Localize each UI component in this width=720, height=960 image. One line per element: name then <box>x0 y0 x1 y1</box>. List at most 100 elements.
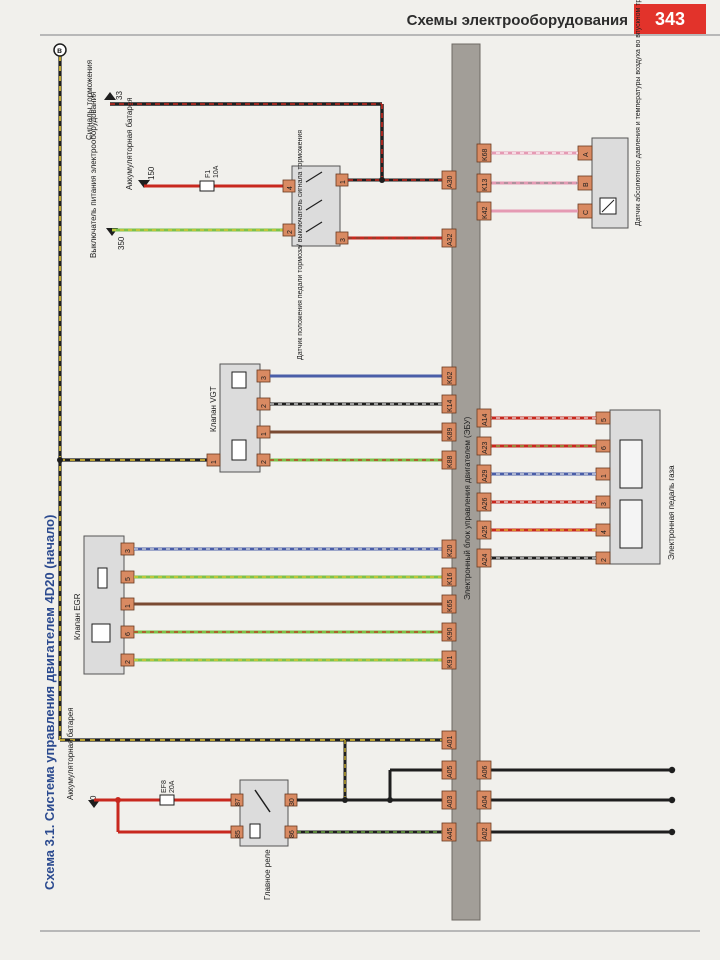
main-relay-pin-85: 85 <box>235 830 242 838</box>
ignition-switch-terminal: 350 <box>117 236 126 250</box>
brake-signals-label: Сигналы торможения <box>85 60 94 140</box>
ecu-pin-a06: A06 <box>482 765 489 778</box>
ground-marker: в <box>57 46 62 55</box>
egr-valve: Клапан EGR <box>73 535 125 675</box>
vgt-pin-3: 3 <box>261 376 268 380</box>
ecu-pin-a05: A05 <box>447 765 454 778</box>
throttle-pin-5: 5 <box>601 418 608 422</box>
ecu-pin-a04: A04 <box>482 795 489 808</box>
battery-mid-arrow <box>138 180 150 188</box>
throttle-pedal: Электронная педаль газа <box>609 409 676 565</box>
map-pin-c: C <box>583 210 590 215</box>
vgt-valve: Клапан VGT <box>209 363 261 473</box>
ecu-pin-k14: K14 <box>447 399 454 412</box>
brake-signals: Сигналы торможения 33 <box>85 60 124 140</box>
fuse-ef8-name: EF8 <box>161 780 168 793</box>
ecu-pin-k65: K65 <box>447 599 454 612</box>
brake-signals-terminal: 33 <box>115 91 124 100</box>
ecu-pin-a23: A23 <box>482 441 489 454</box>
ecu-pin-k20: K20 <box>447 544 454 557</box>
ecu-pin-a14: A14 <box>482 413 489 426</box>
ecu-pin-k89: K89 <box>447 427 454 440</box>
ecu-pin-k90: K90 <box>447 627 454 640</box>
ecu-pin-a24: A24 <box>482 553 489 566</box>
scheme-title: Схема 3.1. Система управления двигателем… <box>42 515 57 890</box>
ecu-pin-a03: A03 <box>447 795 454 808</box>
ecu-pin-a30: A30 <box>447 175 454 188</box>
ecu-pin-a26: A26 <box>482 497 489 510</box>
egr-pins: 3 5 1 6 2 <box>120 542 135 667</box>
map-pin-b: B <box>583 182 590 187</box>
page-number: 343 <box>634 4 706 34</box>
pedal-position-sensor: 4 2 1 3 Датчик положения педали тормоза/… <box>282 130 349 360</box>
pedal-position-label: Датчик положения педали тормоза/ выключа… <box>297 130 304 360</box>
egr-valve-label: Клапан EGR <box>73 593 82 640</box>
vgt-pins: 3 2 1 1 2 <box>206 369 271 467</box>
main-relay: 87 85 30 86 Главное реле <box>230 779 298 900</box>
vgt-pin-2b: 2 <box>261 460 268 464</box>
pedal-pos-pin-2: 2 <box>287 230 294 234</box>
fuse-f1-icon: F1 10A <box>199 165 220 192</box>
vgt-pin-2: 2 <box>261 404 268 408</box>
ecu-pin-a45: A45 <box>447 827 454 840</box>
bottom-rule <box>40 930 700 932</box>
battery-mid: Аккумуляторная батарея 150 <box>125 97 156 190</box>
battery-terminal-arrow <box>88 800 100 808</box>
battery-mid-label: Аккумуляторная батарея <box>125 97 134 190</box>
egr-pin-3: 3 <box>125 549 132 553</box>
map-sensor-label: Датчик абсолютного давления и температур… <box>634 0 642 226</box>
ecu-label: Электронный блок управления двигателем (… <box>463 416 472 600</box>
page-header: Схемы электрооборудования 343 <box>40 4 720 36</box>
battery-mid-terminal: 150 <box>147 166 156 180</box>
pedal-pos-pin-1: 1 <box>340 180 347 184</box>
throttle-pin-3: 3 <box>601 502 608 506</box>
brake-signal-arrow <box>104 92 116 100</box>
ground-bus: в <box>53 43 450 742</box>
vgt-pin-1b: 1 <box>211 460 218 464</box>
throttle-pin-2: 2 <box>601 558 608 562</box>
map-sensor: A B C Датчик абсолютного давления и темп… <box>577 0 642 229</box>
ecu-pin-a25: A25 <box>482 525 489 538</box>
ecu-pin-k13: K13 <box>482 178 489 191</box>
ecu-pin-k62: K62 <box>447 371 454 384</box>
ignition-switch: Выключатель питания электрооборудования … <box>89 92 126 258</box>
battery-top-label: Аккумуляторная батарея <box>66 707 75 800</box>
ignition-switch-label: Выключатель питания электрооборудования <box>89 92 98 258</box>
ecu-pins-left: A45 A03 A05 A01 K91 K90 K65 K16 K20 K88 … <box>441 170 457 842</box>
ecu-pin-a32: A32 <box>447 233 454 246</box>
fuse-f1-name: F1 <box>205 170 212 178</box>
throttle-pin-4: 4 <box>601 530 608 534</box>
ecu-pin-k91: K91 <box>447 655 454 668</box>
throttle-pins: 5 6 1 3 4 2 <box>595 411 611 565</box>
ecu-pin-k88: K88 <box>447 455 454 468</box>
header-title: Схемы электрооборудования <box>406 12 628 29</box>
ground-marker-circle <box>53 43 67 57</box>
throttle-pedal-label: Электронная педаль газа <box>667 465 676 560</box>
ecu-pin-a29: A29 <box>482 469 489 482</box>
battery-top-terminal: 0 <box>89 795 98 800</box>
egr-pin-2: 2 <box>125 660 132 664</box>
battery-top: Аккумуляторная батарея 0 <box>66 707 100 808</box>
throttle-pin-6: 6 <box>601 446 608 450</box>
main-relay-pin-30: 30 <box>289 798 296 806</box>
fuse-ef8-icon: EF8 20A <box>159 780 176 806</box>
main-relay-pin-86: 86 <box>289 830 296 838</box>
ecu-pins-right: A02 A04 A06 A24 A25 A26 A29 A23 A14 K42 … <box>476 143 492 842</box>
vgt-pin-1a: 1 <box>261 432 268 436</box>
fuse-ef8-rating: 20A <box>169 780 176 793</box>
pedal-pos-pin-3: 3 <box>340 238 347 242</box>
fuse-f1-rating: 10A <box>213 165 220 178</box>
vgt-valve-label: Клапан VGT <box>209 386 218 432</box>
egr-pin-5: 5 <box>125 577 132 581</box>
ecu-pin-k16: K16 <box>447 572 454 585</box>
main-relay-label: Главное реле <box>263 849 272 900</box>
ecu-pin-k42: K42 <box>482 206 489 219</box>
throttle-pin-1: 1 <box>601 474 608 478</box>
egr-pin-6: 6 <box>125 632 132 636</box>
pedal-pos-pin-4: 4 <box>287 186 294 190</box>
ecu-pin-k68: K68 <box>482 148 489 161</box>
ecu-pin-a02: A02 <box>482 827 489 840</box>
ecu-pin-a01: A01 <box>447 735 454 748</box>
main-relay-pin-87: 87 <box>235 798 242 806</box>
